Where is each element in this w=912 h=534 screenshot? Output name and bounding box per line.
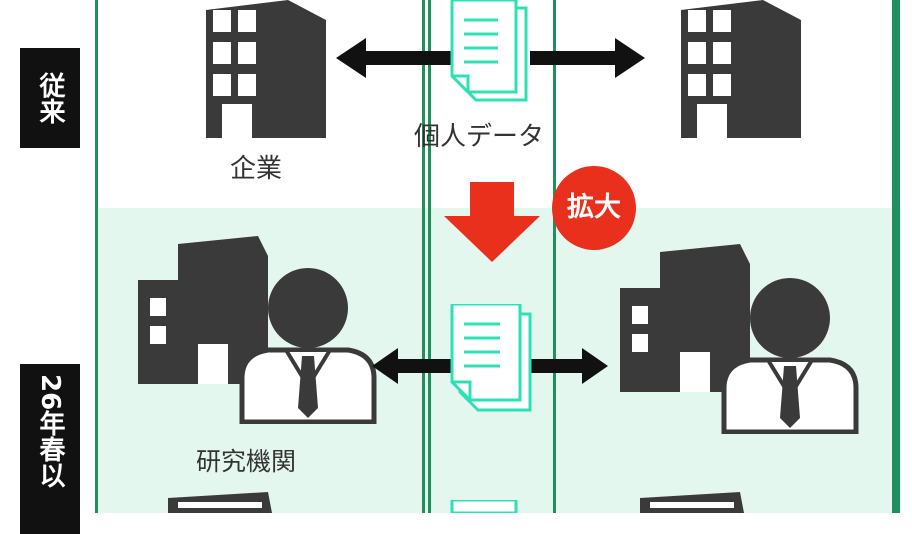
document-icon xyxy=(450,304,532,412)
arrow-left-icon xyxy=(336,38,456,78)
personal-data-label: 個人データ xyxy=(414,122,545,152)
building-icon xyxy=(681,0,801,138)
section-label-previous: 従来 xyxy=(20,48,80,148)
arrow-down-icon xyxy=(444,182,540,262)
arrow-right-icon xyxy=(530,38,645,78)
building-icon xyxy=(138,236,268,384)
arrow-left-icon xyxy=(372,348,458,384)
company-label: 企業 xyxy=(230,154,283,184)
person-icon xyxy=(721,278,859,434)
divider-left xyxy=(95,0,98,513)
document-icon xyxy=(450,0,528,102)
person-icon xyxy=(239,268,377,424)
divider-center-right xyxy=(428,0,431,513)
research-institute-label: 研究機関 xyxy=(196,447,297,476)
expand-badge: 拡大 xyxy=(552,166,636,250)
divider-center-left xyxy=(422,0,425,513)
arrow-right-icon xyxy=(528,348,608,384)
building-icon xyxy=(640,492,744,513)
document-icon xyxy=(450,500,518,513)
section-label-new: 26年春以 xyxy=(20,364,80,534)
building-icon xyxy=(206,0,326,138)
building-icon xyxy=(620,244,750,392)
divider-right xyxy=(892,0,900,513)
divider-right-left xyxy=(553,0,556,513)
building-icon xyxy=(168,492,272,513)
